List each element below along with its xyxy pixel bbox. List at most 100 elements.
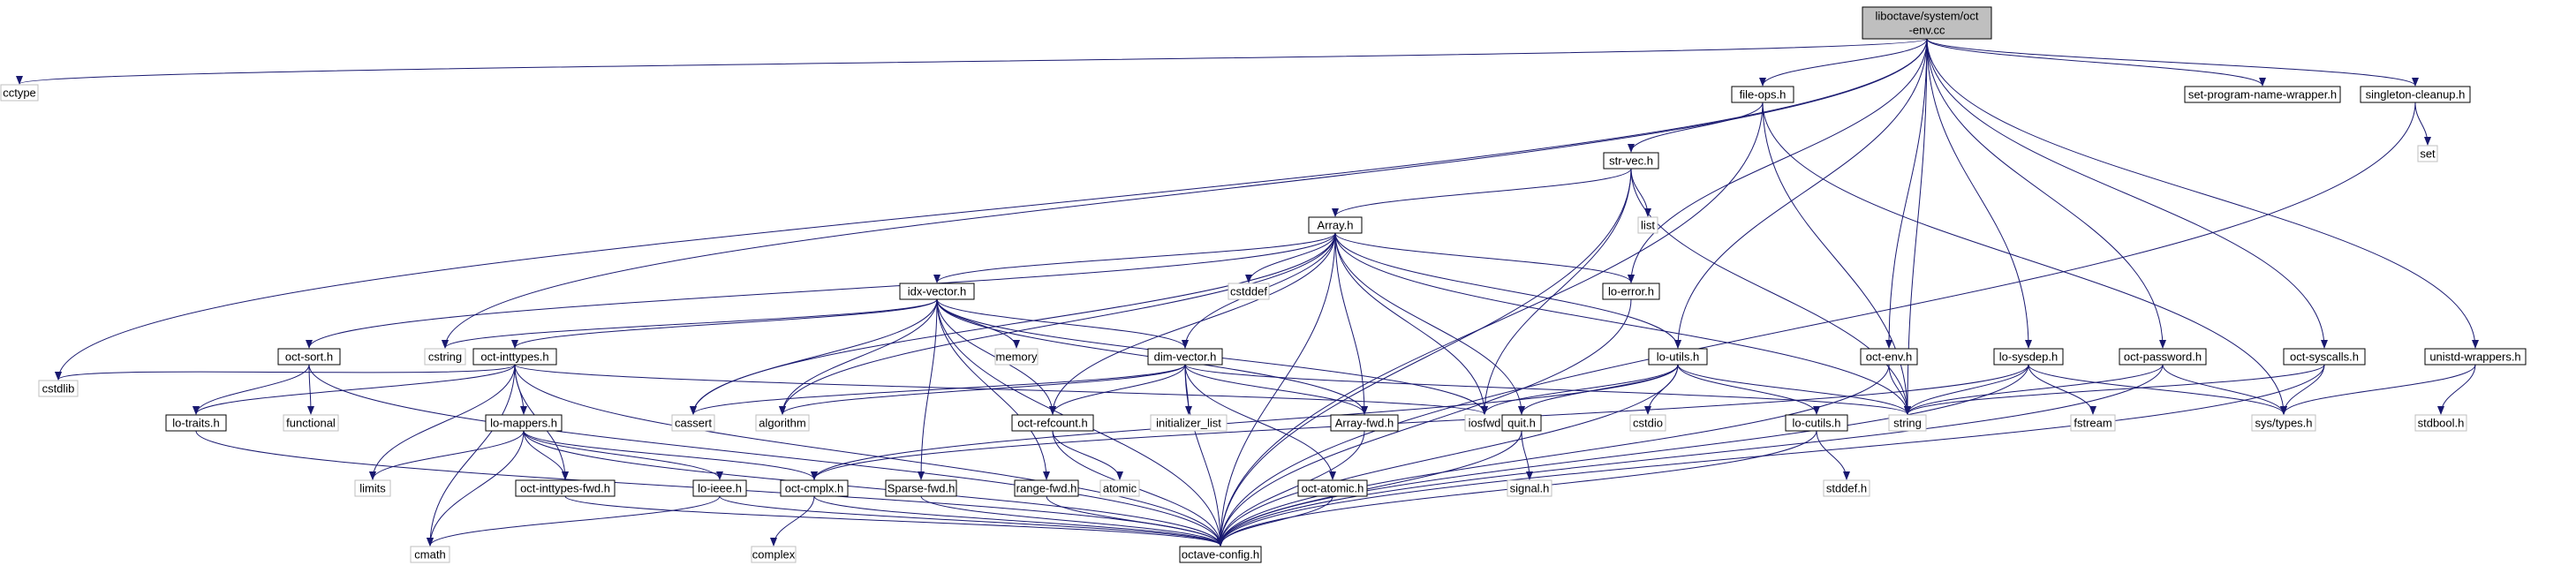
node-oct-cmplx-h[interactable]: oct-cmplx.h [780, 479, 849, 497]
node-oct-syscalls-h[interactable]: oct-syscalls.h [2283, 348, 2366, 366]
node-set-program-name-wrapper-h[interactable]: set-program-name-wrapper.h [2184, 86, 2341, 103]
node-box [472, 348, 557, 366]
node-lo-traits-h[interactable]: lo-traits.h [165, 414, 227, 432]
node-label: lo-utils.h [1657, 351, 1699, 364]
node-oct-atomic-h[interactable]: oct-atomic.h [1297, 479, 1368, 497]
nodes-layer: liboctave/system/oct-env.cc cctype cstdlib… [0, 6, 2527, 563]
node-lo-ieee-h[interactable]: lo-ieee.h [692, 479, 747, 497]
node-box [1297, 479, 1368, 497]
node-lo-mappers-h[interactable]: lo-mappers.h [485, 414, 563, 432]
edge-oct-syscalls.h-to-octave-config.h [1217, 364, 2325, 547]
node-box [1648, 348, 1708, 366]
node-unistd-wrappers-h[interactable]: unistd-wrappers.h [2424, 348, 2527, 366]
node-box [1330, 414, 1399, 432]
node-dim-vector-h[interactable]: dim-vector.h [1147, 348, 1223, 366]
edge-root-to-unistd-wrappers.h [1926, 38, 2479, 349]
edges-layer [16, 38, 2479, 547]
node-oct-inttypes-h[interactable]: oct-inttypes.h [472, 348, 557, 366]
node-label: limits [359, 482, 386, 495]
edge-oct-inttypes.h-to-octave-config.h [514, 364, 1224, 547]
node-box [1308, 216, 1363, 234]
edge-lo-utils.h-to-iosfwd [1481, 364, 1679, 415]
edge-oct-password.h-to-octave-config.h [1217, 364, 2164, 547]
edge-lo-mappers.h-to-oct-inttypes-fwd.h [523, 430, 569, 480]
node-label: cstdlib [42, 382, 75, 396]
node-octave-config-h[interactable]: octave-config.h [1179, 546, 1262, 563]
node-label: Sparse-fwd.h [888, 482, 956, 495]
node-sys-types-h: sys/types.h [2251, 414, 2316, 432]
node-label: lo-traits.h [172, 417, 219, 430]
node-lo-cutils-h[interactable]: lo-cutils.h [1785, 414, 1848, 432]
node-label: fstream [2074, 417, 2111, 430]
edge-root-to-cstdlib [55, 38, 1928, 381]
edge-Array.h-to-string [1334, 232, 1911, 415]
node-string: string [1888, 414, 1927, 432]
node-box [994, 348, 1039, 366]
node-label: range-fwd.h [1016, 482, 1077, 495]
node-cstdlib: cstdlib [38, 380, 79, 397]
node-str-vec-h[interactable]: str-vec.h [1603, 152, 1659, 170]
node-quit-h[interactable]: quit.h [1501, 414, 1542, 432]
node-box [354, 479, 391, 497]
edge-idx-vector.h-to-cstring [442, 298, 938, 349]
node-box [885, 479, 957, 497]
node-oct-refcount-h[interactable]: oct-refcount.h [1011, 414, 1094, 432]
node-functional: functional [283, 414, 339, 432]
node-array-fwd-h[interactable]: Array-fwd.h [1330, 414, 1399, 432]
edge-idx-vector.h-to-memory [936, 298, 1020, 349]
edge-str-vec.h-to-iosfwd [1481, 168, 1632, 415]
node-box [1823, 479, 1870, 497]
node-label: oct-sort.h [285, 351, 333, 364]
node-box [899, 283, 975, 300]
node-oct-env-h[interactable]: oct-env.h [1860, 348, 1918, 366]
node-oct-inttypes-fwd-h[interactable]: oct-inttypes-fwd.h [515, 479, 616, 497]
node-cstdio: cstdio [1629, 414, 1666, 432]
node-box [410, 546, 450, 563]
edge-dim-vector.h-to-algorithm [779, 364, 1186, 415]
node-cctype: cctype [0, 84, 39, 102]
node-box [780, 479, 849, 497]
node-label: lo-cutils.h [1793, 417, 1841, 430]
node-label: stddef.h [1826, 482, 1867, 495]
node-file-ops-h[interactable]: file-ops.h [1731, 86, 1794, 103]
node-singleton-cleanup-h[interactable]: singleton-cleanup.h [2360, 86, 2471, 103]
node-box [1228, 283, 1270, 300]
node-label: cstring [428, 351, 462, 364]
edge-lo-utils.h-to-octave-config.h [1217, 364, 1679, 547]
edge-Array.h-to-Array-fwd.h [1334, 232, 1368, 415]
edge-Array.h-to-lo-utils.h [1334, 232, 1681, 349]
edge-lo-sysdep.h-to-string [1904, 364, 2029, 415]
node-oct-password-h[interactable]: oct-password.h [2119, 348, 2207, 366]
node-box [2184, 86, 2341, 103]
node-oct-sort-h[interactable]: oct-sort.h [277, 348, 341, 366]
node-label: file-ops.h [1740, 88, 1787, 102]
node-label: atomic [1103, 482, 1137, 495]
node-label: algorithm [759, 417, 805, 430]
node-box [2360, 86, 2471, 103]
node-stdbool-h: stdbool.h [2414, 414, 2467, 432]
node-lo-utils-h[interactable]: lo-utils.h [1648, 348, 1708, 366]
node-box [1507, 479, 1552, 497]
node-label: cstdio [1633, 417, 1663, 430]
node-array-h[interactable]: Array.h [1308, 216, 1363, 234]
node-lo-sysdep-h[interactable]: lo-sysdep.h [1993, 348, 2064, 366]
node-label: iosfwd [1469, 417, 1501, 430]
edge-lo-mappers.h-to-octave-config.h [523, 430, 1224, 547]
node-box [1501, 414, 1542, 432]
node-label: cassert [675, 417, 712, 430]
node-lo-error-h[interactable]: lo-error.h [1602, 283, 1660, 300]
node-box [1011, 414, 1094, 432]
node-label: lo-sysdep.h [1999, 351, 2058, 364]
node-root[interactable]: liboctave/system/oct-env.cc [1862, 6, 1992, 40]
node-memory: memory [994, 348, 1039, 366]
edge-Array.h-to-idx-vector.h [933, 232, 1336, 283]
node-range-fwd-h[interactable]: range-fwd.h [1014, 479, 1079, 497]
node-label: Array-fwd.h [1335, 417, 1394, 430]
edge-Sparse-fwd.h-to-octave-config.h [920, 495, 1224, 547]
edge-range-fwd.h-to-octave-config.h [1046, 495, 1224, 547]
edge-unistd-wrappers.h-to-stdbool.h [2437, 364, 2476, 415]
node-sparse-fwd-h[interactable]: Sparse-fwd.h [885, 479, 957, 497]
node-label: oct-atomic.h [1302, 482, 1364, 495]
node-idx-vector-h[interactable]: idx-vector.h [899, 283, 975, 300]
edge-lo-sysdep.h-to-fstream [2028, 364, 2096, 415]
